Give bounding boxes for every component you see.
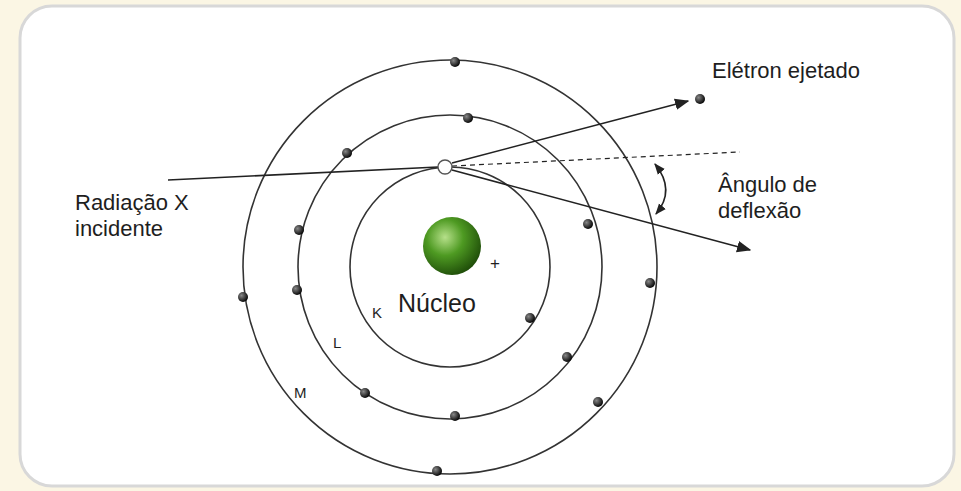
angle-label: Ângulo de deflexão xyxy=(718,172,850,225)
incident-ray-label: Radiação X incidente xyxy=(75,190,225,243)
panel xyxy=(20,6,954,486)
vacancy xyxy=(438,160,452,174)
shell-label: L xyxy=(333,334,341,352)
shell-label: M xyxy=(294,384,307,402)
shell-label: K xyxy=(372,304,382,322)
charge-sign: + xyxy=(490,254,500,274)
nucleus xyxy=(423,217,481,275)
ejected-electron-label: Elétron ejetado xyxy=(712,58,860,84)
rays xyxy=(168,101,750,250)
shells xyxy=(243,60,657,474)
nucleus-label: Núcleo xyxy=(398,288,476,318)
electrons xyxy=(238,57,705,476)
